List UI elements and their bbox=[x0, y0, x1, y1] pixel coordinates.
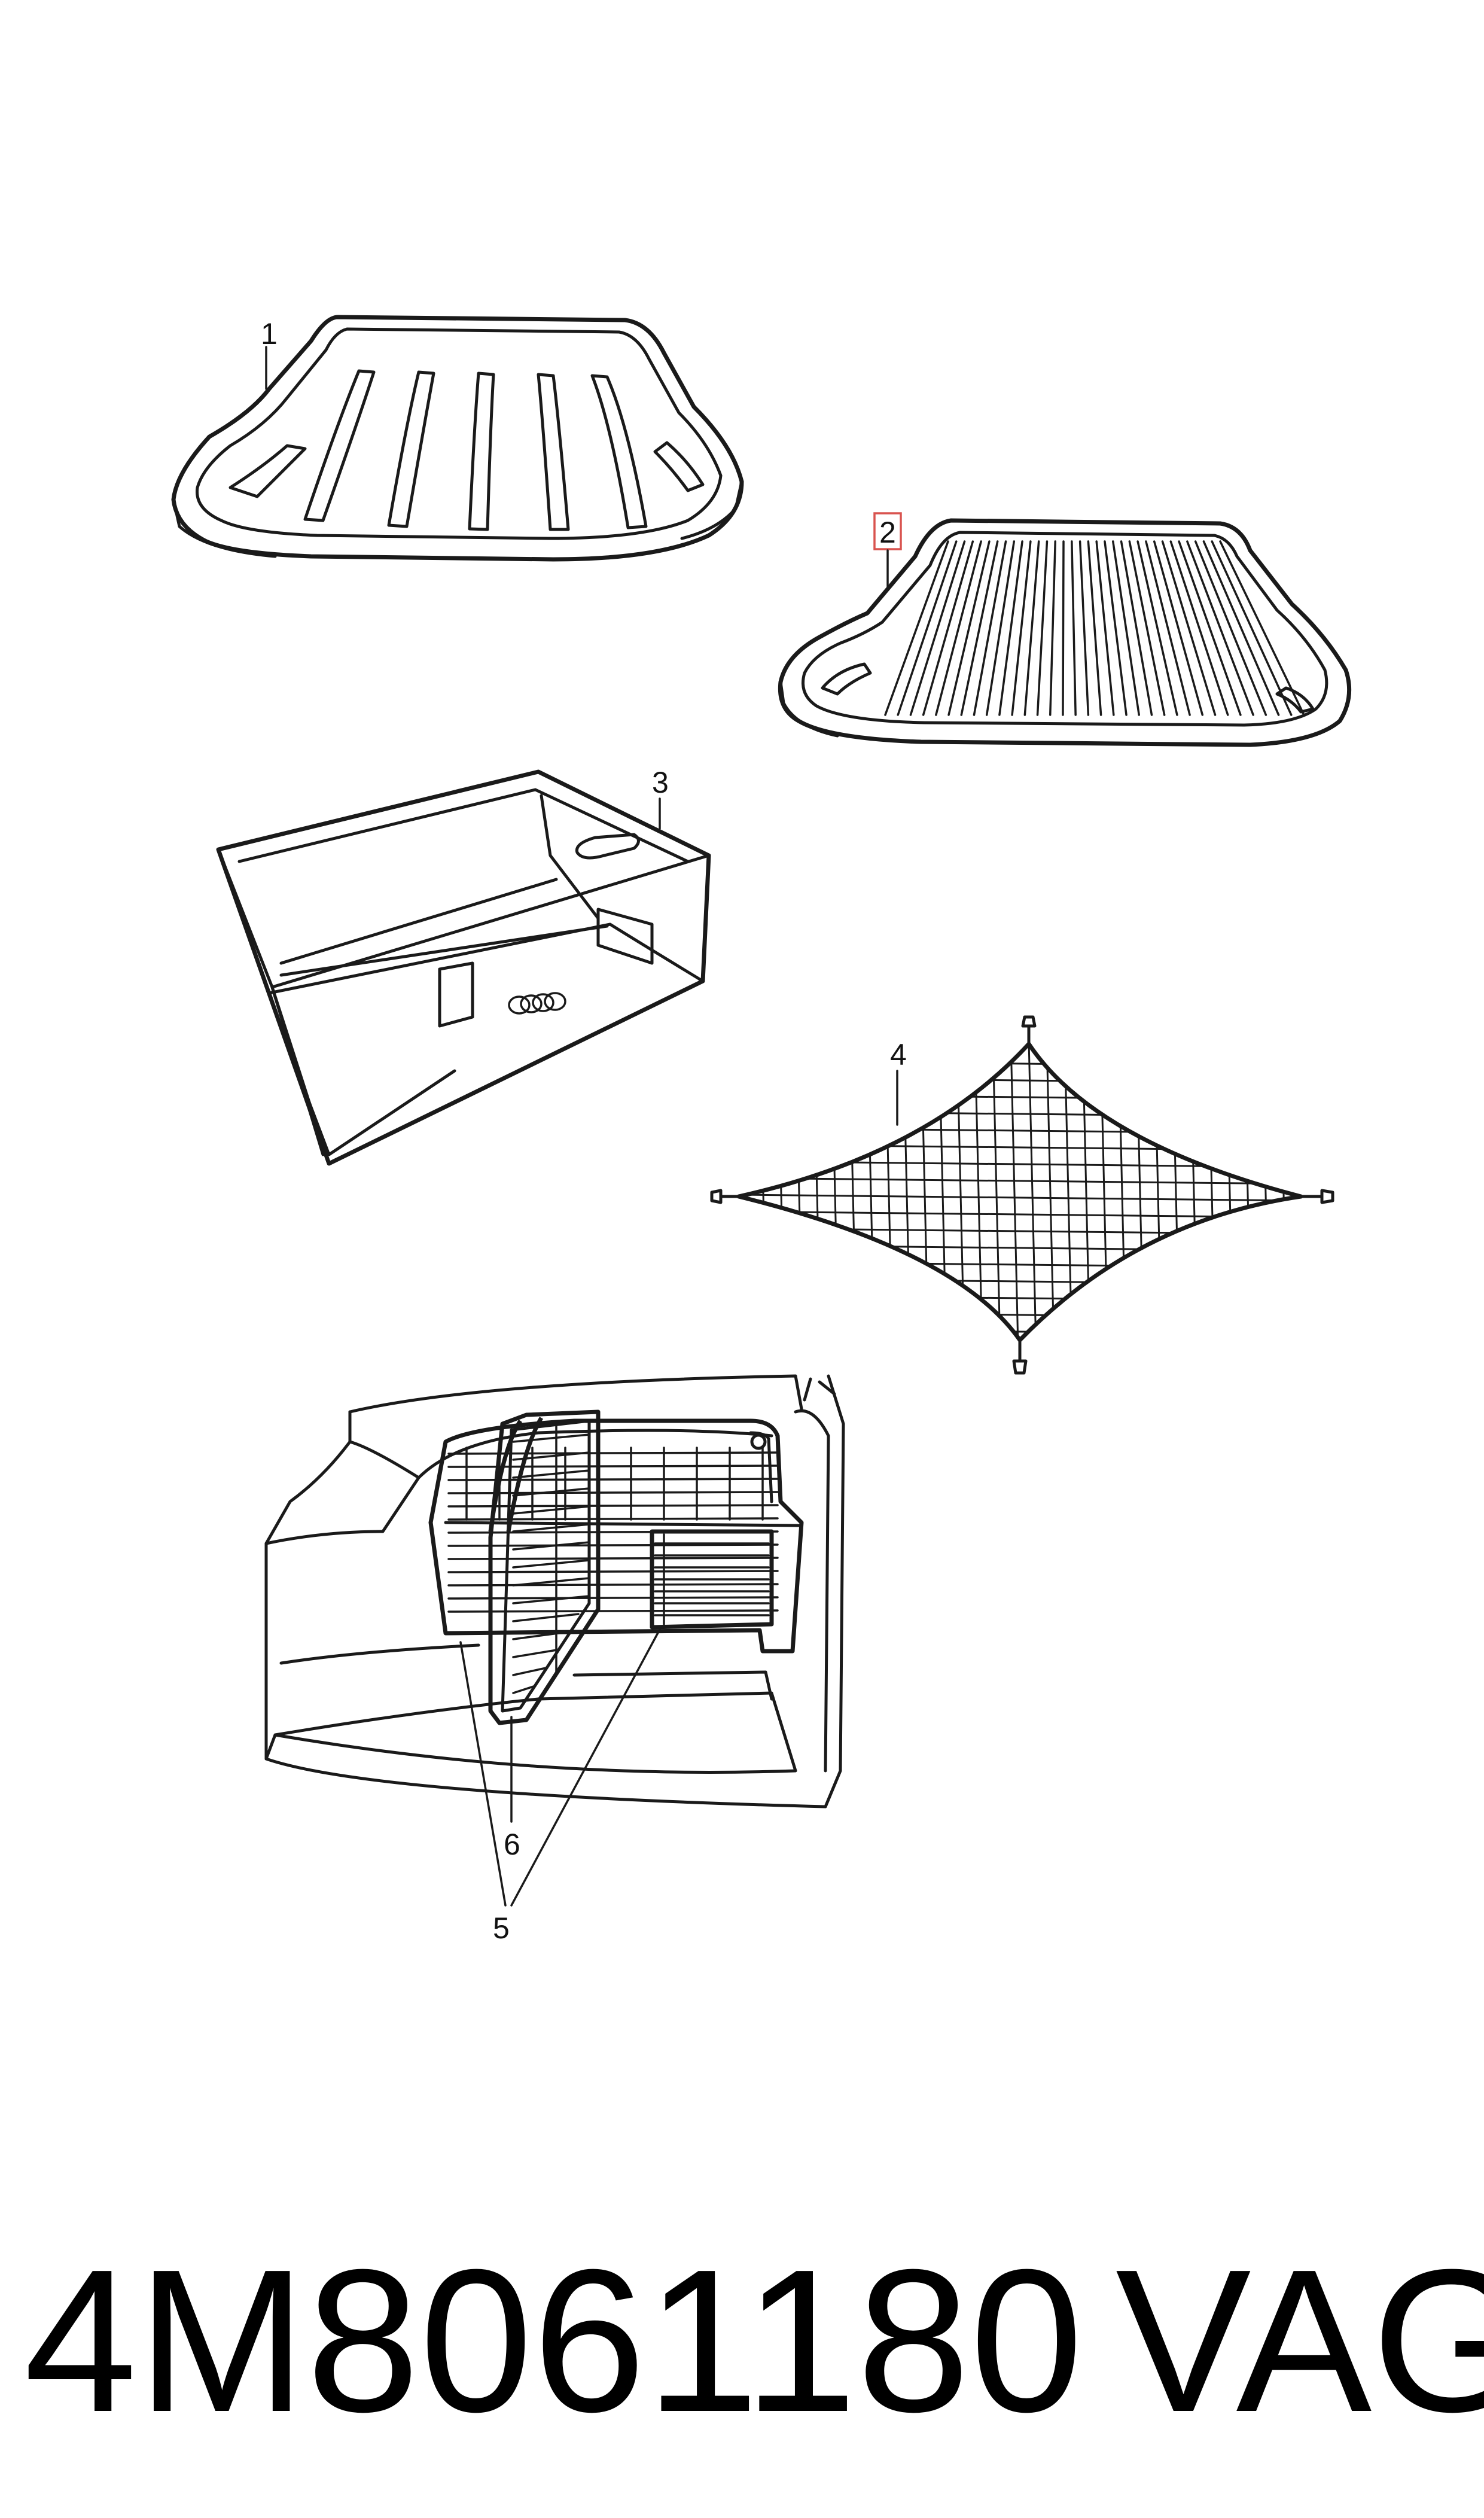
part-2-luggage-mat: 2 bbox=[778, 512, 1352, 747]
callout-1: 1 bbox=[261, 317, 278, 351]
back-divider-grid bbox=[447, 1447, 779, 1613]
brand-name: VAG bbox=[1116, 2227, 1484, 2455]
mat-ribs bbox=[884, 540, 1305, 716]
callout-4: 4 bbox=[890, 1038, 907, 1071]
callout-5: 5 bbox=[493, 1911, 510, 1945]
callout-3: 3 bbox=[652, 766, 669, 799]
door-grid bbox=[654, 1533, 770, 1625]
part-1-luggage-tray: 1 bbox=[171, 315, 744, 562]
callout-6: 6 bbox=[504, 1828, 520, 1861]
callout-2-highlight-box bbox=[873, 512, 902, 550]
part-4-luggage-net: 4 bbox=[710, 1015, 1334, 1375]
front-panel-grid bbox=[512, 1423, 590, 1694]
net-mesh bbox=[739, 1044, 1301, 1340]
part-5-6-trunk-dividers: 6 5 bbox=[264, 1374, 845, 1945]
brand-rings-logo bbox=[508, 992, 566, 1015]
part-3-storage-box: 3 bbox=[216, 766, 711, 1166]
part-number: 4M8061180 bbox=[24, 2227, 1083, 2455]
callout-2: 2 bbox=[879, 516, 896, 549]
